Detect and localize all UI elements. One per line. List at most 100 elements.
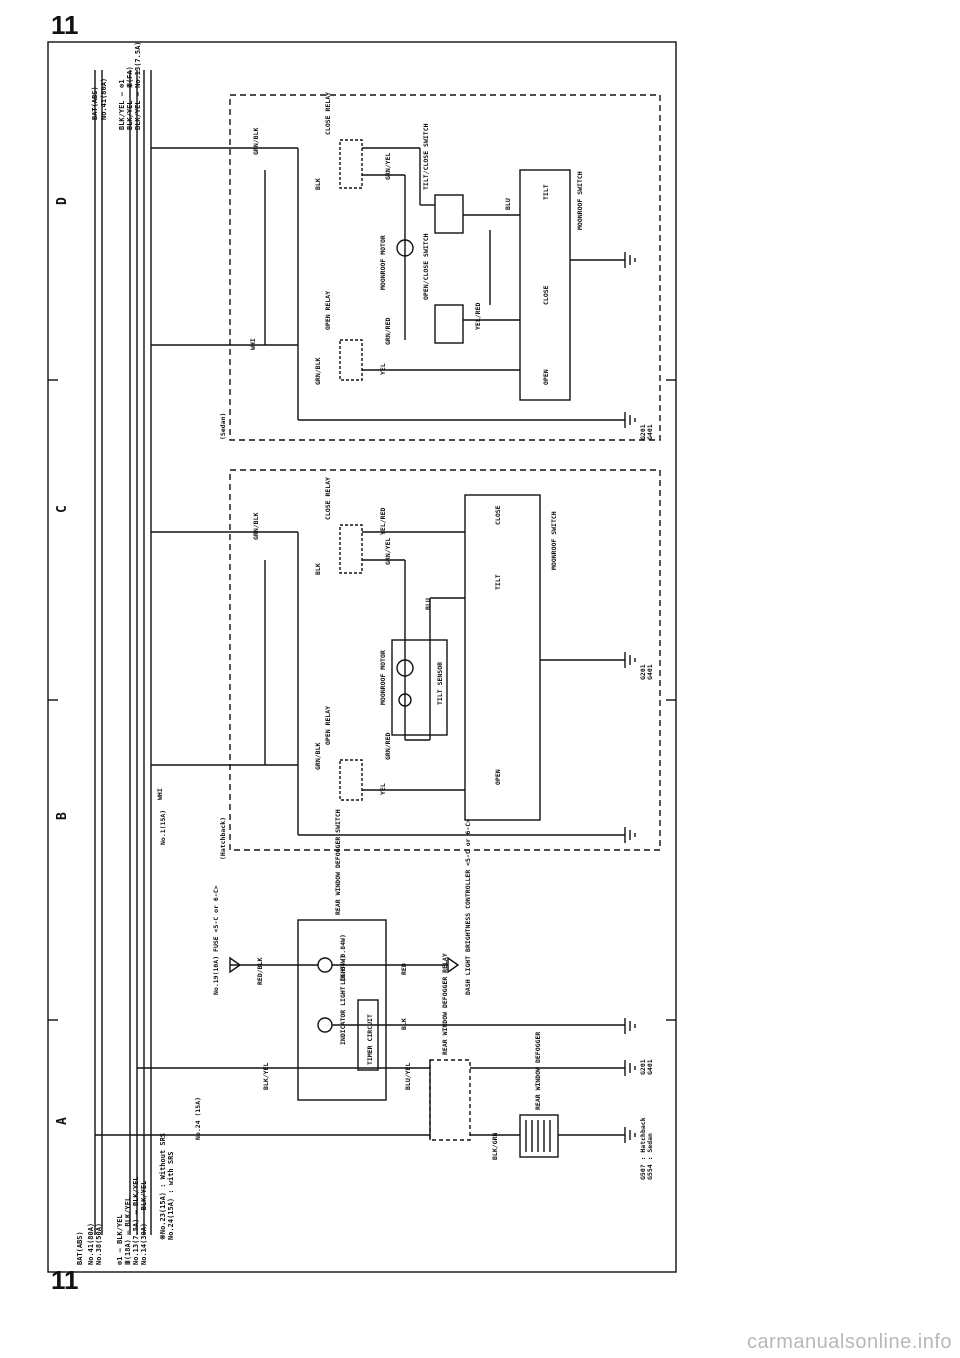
defogger-switch-box (297, 919, 387, 1101)
legend-no38: No.38(50A) (95, 1223, 103, 1265)
wire-blk-defog: BLK (400, 1018, 408, 1030)
sedan-close-relay (339, 139, 363, 189)
defogger-grid-symbol (519, 1114, 559, 1158)
sedan-wire-grn-blk-2: GRN/BLK (314, 358, 322, 385)
legend-row-d: No.14(30A) — BLK/YEL (140, 1181, 148, 1265)
legend-right-no41: No.41(80A) (100, 78, 108, 120)
sedan-open-close-switch (434, 304, 464, 344)
sedan-ground-g401: G401 (646, 424, 654, 440)
defogger-heater-label: REAR WINDOW DEFOGGER (534, 1032, 542, 1110)
sedan-tilt-contact: TILT (542, 184, 550, 200)
hatch-fuse-label: No.1(15A) (159, 810, 167, 845)
grid-col-c: C (55, 505, 70, 513)
watermark: carmanualsonline.info (746, 1331, 952, 1353)
grid-col-a: A (55, 1117, 70, 1125)
sedan-wire-grn-yel: GRN/YEL (384, 153, 392, 180)
defogger-wire-blk-grn: BLK/GRN (491, 1133, 499, 1160)
legend-row-a: ⊗1 — BLK/YEL (116, 1214, 124, 1265)
legend-note-1: ※No.23(15A) : Without SRS (159, 1133, 167, 1240)
wire-red: RED (400, 963, 408, 975)
timer-circuit-label: TIMER CIRCUIT (366, 1014, 374, 1065)
indicator-light-label: INDICATOR LIGHT (0.84W) (339, 955, 347, 1045)
ground-g401-defog: G401 (646, 1059, 654, 1075)
hatch-ground-g201: G201 (639, 664, 647, 680)
legend-row-b: Ⅲ(18A) — BLK/YEL (124, 1197, 132, 1265)
hatch-wire-grn-red: GRN/RED (384, 733, 392, 760)
grid-col-b: B (55, 812, 70, 820)
ground-note-sedan: G554 : Sedan (646, 1133, 654, 1180)
sedan-wire-yel: YEL (379, 363, 387, 375)
legend-right-bat: BAT(ABS) (91, 86, 99, 120)
legend-row-c: No.13(7.5A) — BLK/YEL (132, 1176, 140, 1265)
sedan-tc-switch-label: TILT/CLOSE SWITCH (422, 123, 430, 190)
sedan-oc-switch-label: OPEN/CLOSE SWITCH (422, 233, 430, 300)
hatch-motor-symbol (396, 659, 414, 677)
hatch-wire-grn-blk: GRN/BLK (252, 513, 260, 540)
defogger-fuse-24: No.24 (15A) (194, 1097, 202, 1140)
hatch-wire-blu: BLU (424, 598, 432, 610)
sedan-wire-whi: WHI (249, 338, 257, 350)
sedan-tag: (Sedan) (219, 413, 227, 440)
hatch-close-relay (339, 524, 363, 574)
defogger-switch-label: REAR WINDOW DEFOGGER SWITCH (334, 809, 342, 915)
timer-circuit-box (357, 999, 379, 1071)
legend-right-row-b: BLK/YEL — Ⅲ(FA) (126, 66, 134, 130)
sedan-section (229, 94, 661, 441)
defogger-wire-blk-yel: BLK/YEL (262, 1063, 270, 1090)
sedan-wire-grn-blk: GRN/BLK (252, 128, 260, 155)
legend-note-2: No.24(15A) : with SRS (167, 1151, 175, 1240)
sedan-motor-label: MOONROOF MOTOR (379, 235, 387, 290)
sedan-wire-blu: BLU (504, 198, 512, 210)
hatch-wire-yel: YEL (379, 783, 387, 795)
legend-no41: No.41(80A) (87, 1223, 95, 1265)
sedan-moonroof-switch (519, 169, 571, 401)
hatch-open-contact: OPEN (494, 769, 502, 785)
sedan-wire-yel-red: YEL/RED (474, 303, 482, 330)
sedan-wire-grn-red: GRN/RED (384, 318, 392, 345)
switch-light-symbol (317, 957, 333, 973)
sedan-close-contact: CLOSE (542, 285, 550, 305)
hatch-moonroof-switch (464, 494, 541, 821)
hatchback-tag: (Hatchback) (219, 817, 227, 860)
hatch-motor-box (391, 639, 448, 736)
ground-note-hatch: G50? : Hatchback (639, 1117, 647, 1180)
hatch-open-relay (339, 759, 363, 801)
legend-right-row-a: BLK/YEL — ⊗1 (118, 79, 126, 130)
hatch-close-contact: CLOSE (494, 505, 502, 525)
hatch-tilt-contact: TILT (494, 574, 502, 590)
hatch-motor-label: MOONROOF MOTOR (379, 650, 387, 705)
page-number-top: 11 (51, 10, 79, 40)
sedan-open-relay-label: OPEN RELAY (324, 291, 332, 330)
sedan-motor-symbol (396, 239, 414, 257)
page-number-bottom: 11 (51, 1265, 79, 1295)
wire-red-blk: RED/BLK (256, 958, 264, 985)
hatch-wire-grn-blk-2: GRN/BLK (314, 743, 322, 770)
sedan-tilt-close-switch (434, 194, 464, 234)
grid-col-d: D (55, 197, 70, 205)
sedan-open-contact: OPEN (542, 369, 550, 385)
legend-bat-abs: BAT(ABS) (76, 1231, 84, 1265)
hatch-tilt-sensor-label: TILT SENSOR (436, 662, 444, 705)
dash-controller-label: DASH LIGHT BRIGHTNESS CONTROLLER <5-C or… (464, 819, 472, 995)
hatchback-section (229, 469, 661, 851)
ground-g201-defog: G201 (639, 1059, 647, 1075)
diagram-frame (47, 41, 677, 1273)
indicator-light-symbol (317, 1017, 333, 1033)
sedan-open-relay (339, 339, 363, 381)
fuse-19-label: No.19(10A) FUSE <5-C or 6-C> (212, 885, 220, 995)
sedan-wire-blk: BLK (314, 178, 322, 190)
hatch-close-relay-label: CLOSE RELAY (324, 477, 332, 520)
hatch-ground-g401: G401 (646, 664, 654, 680)
hatch-switch-label: MOONROOF SWITCH (550, 511, 558, 570)
hatch-wire-grn-yel: GRN/YEL (384, 538, 392, 565)
legend-right-row-c: BLK/YEL — No.13(7.5A) (134, 41, 142, 130)
sedan-switch-label: MOONROOF SWITCH (576, 171, 584, 230)
sedan-close-relay-label: CLOSE RELAY (324, 92, 332, 135)
switch-light-label: LIGHT (0.84W) (339, 934, 347, 985)
sedan-ground-g201: G201 (639, 424, 647, 440)
defogger-wire-blu-yel: BLU/YEL (404, 1063, 412, 1090)
hatch-wire-yel-red: YEL/RED (379, 508, 387, 535)
defogger-relay-label: REAR WINDOW DEFOGGER RELAY (441, 953, 449, 1055)
hatch-wire-blk: BLK (314, 563, 322, 575)
